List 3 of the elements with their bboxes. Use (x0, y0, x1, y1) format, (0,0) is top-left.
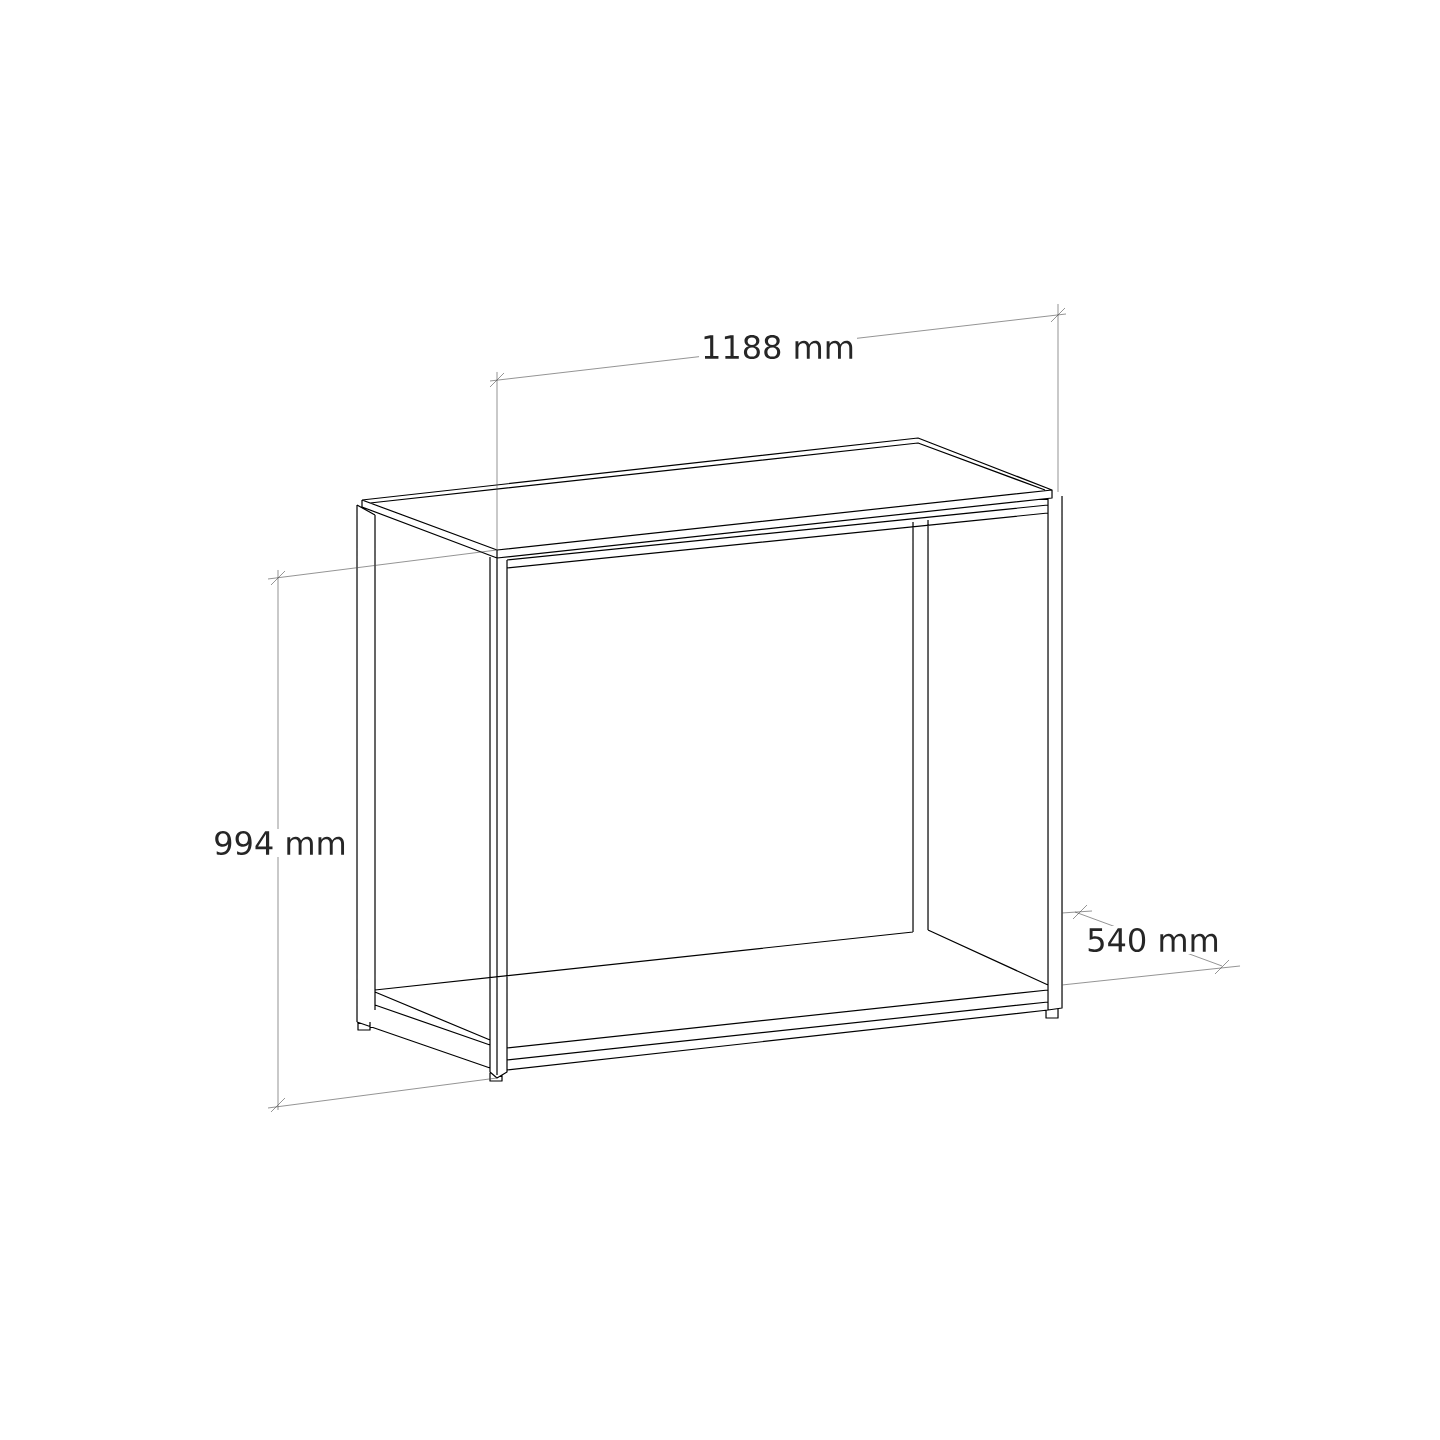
dimension-label: 1188 mm (699, 332, 857, 362)
dimension-label: 540 mm (1084, 925, 1222, 955)
dimension-label: 994 mm (211, 828, 349, 858)
